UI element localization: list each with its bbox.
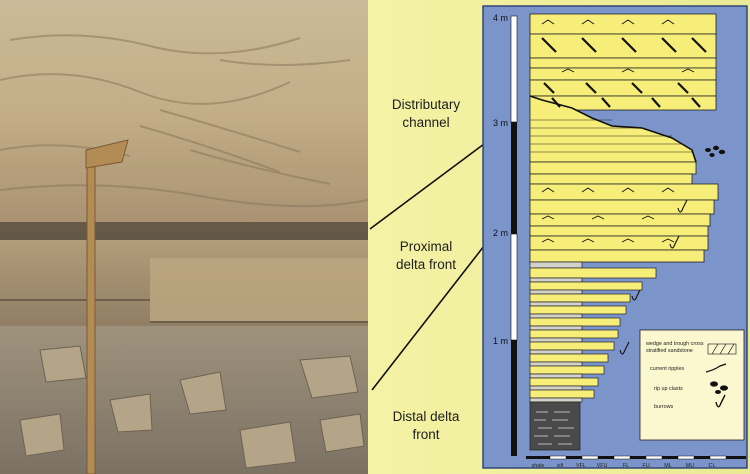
legend-ripples-label: current ripples	[650, 366, 684, 372]
scale-label-3m: 3 m	[493, 118, 508, 128]
scale-label-1m: 1 m	[493, 336, 508, 346]
cross-strata-marks	[541, 37, 707, 108]
channel-sandstone-beds	[529, 13, 717, 163]
proximal-sandstone-beds	[529, 161, 719, 263]
legend-cross-strat-line2: stratified sandstone	[646, 348, 693, 354]
svg-text:ML: ML	[664, 463, 672, 469]
clast-icon	[710, 381, 728, 394]
ripple-marks-channel	[541, 19, 695, 73]
shale-unit	[529, 401, 581, 451]
legend: wedge and trough cross stratified sandst…	[639, 329, 745, 441]
scale-label-2m: 2 m	[493, 228, 508, 238]
cross-beds	[0, 34, 368, 208]
svg-text:FL: FL	[623, 463, 629, 469]
ripple-icon	[705, 363, 727, 373]
zone-distal-delta-front: Distal delta front	[392, 409, 460, 442]
clast-cluster	[705, 145, 726, 157]
svg-text:MU: MU	[686, 463, 694, 469]
grain-size-labels: shale silt VFL VFU FL FU ML MU CL	[532, 463, 716, 469]
jacob-staff	[86, 149, 96, 474]
legend-cross-strat-swatch	[707, 343, 737, 355]
zone-proximal-delta-front: Proximal delta front	[395, 239, 457, 272]
rubble-blocks	[19, 345, 365, 469]
burrow-icon	[715, 394, 726, 408]
svg-text:shale: shale	[532, 463, 545, 469]
outcrop-photo	[0, 0, 368, 474]
scale-label-4m: 4 m	[493, 13, 508, 23]
erosional-base	[529, 95, 697, 163]
legend-clasts-label: rip up clasts	[654, 386, 683, 392]
legend-cross-strat-line1: wedge and trough cross	[645, 341, 704, 347]
svg-text:VFU: VFU	[597, 463, 608, 469]
parallel-laminae	[530, 119, 692, 153]
svg-text:silt: silt	[557, 463, 564, 469]
grain-size-axis	[526, 455, 746, 460]
scale-bar	[510, 15, 518, 456]
svg-text:VFL: VFL	[576, 463, 586, 469]
svg-text:FU: FU	[642, 463, 649, 469]
stratigraphic-log: 4 m 3 m 2 m 1 m	[482, 5, 748, 469]
legend-burrows-label: burrows	[654, 404, 673, 410]
svg-text:CL: CL	[709, 463, 716, 469]
zone-distributary-channel: Distributary channel	[391, 97, 461, 130]
ripple-marks-proximal	[541, 187, 675, 243]
